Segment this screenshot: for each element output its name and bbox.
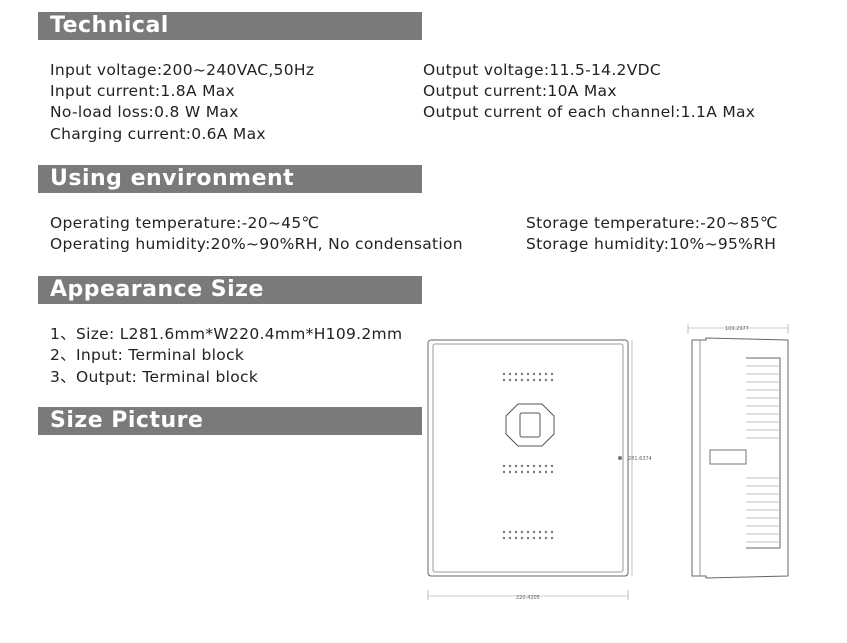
display-window: [505, 403, 555, 447]
spec-output-voltage: Output voltage:11.5-14.2VDC: [423, 61, 661, 79]
dimension-drawing: 281.6374 220.4205: [427, 324, 789, 601]
spec-output-current-channel: Output current of each channel:1.1A Max: [423, 103, 756, 121]
dim-depth-label: 109.2977: [725, 326, 749, 332]
section-header-size-picture: Size Picture: [38, 407, 422, 435]
spec-operating-temperature: Operating temperature:-20~45℃: [50, 214, 320, 232]
spec-input-voltage: Input voltage:200~240VAC,50Hz: [50, 61, 315, 79]
width-dimension: [427, 590, 629, 600]
spec-storage-humidity: Storage humidity:10%~95%RH: [526, 235, 777, 253]
dim-width-label: 220.4205: [516, 595, 540, 601]
appearance-item-output: 3、Output: Terminal block: [50, 368, 259, 386]
heatsink-fins: [746, 365, 780, 543]
spec-operating-humidity: Operating humidity:20%~90%RH, No condens…: [50, 235, 463, 253]
dim-height-label: 281.6374: [628, 456, 652, 462]
middle-vent: [502, 464, 554, 474]
section-header-technical: Technical: [38, 12, 422, 40]
side-view: [687, 324, 789, 579]
appearance-item-input: 2、Input: Terminal block: [50, 346, 245, 364]
appearance-item-size: 1、Size: L281.6mm*W220.4mm*H109.2mm: [50, 325, 403, 343]
display-inner: [519, 412, 541, 438]
front-view: [427, 339, 633, 577]
spec-input-current: Input current:1.8A Max: [50, 82, 236, 100]
bottom-vent: [502, 530, 554, 540]
top-vent: [502, 372, 554, 382]
spec-charging-current: Charging current:0.6A Max: [50, 125, 266, 143]
section-header-environment: Using environment: [38, 165, 422, 193]
section-header-appearance-size: Appearance Size: [38, 276, 422, 304]
spec-storage-temperature: Storage temperature:-20~85℃: [526, 214, 778, 232]
spec-no-load-loss: No-load loss:0.8 W Max: [50, 103, 239, 121]
spec-output-current: Output current:10A Max: [423, 82, 617, 100]
